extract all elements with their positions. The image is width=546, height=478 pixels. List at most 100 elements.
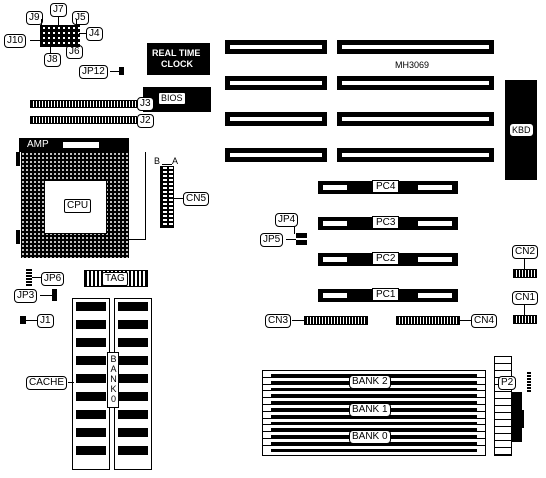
j8-leader (50, 46, 51, 54)
cache-chip (118, 338, 148, 347)
cache-chip (118, 446, 148, 455)
simm-socket (262, 444, 486, 456)
pci-slot-pc1-label: PC1 (372, 288, 400, 301)
isa-slot-4-long (337, 148, 494, 162)
j1-jumper (20, 316, 26, 324)
cache-chip (76, 320, 106, 329)
pci-slot-pc4: PC4 (318, 180, 458, 194)
pci-slot-pc1: PC1 (318, 288, 458, 302)
cpu-socket-tab-2 (16, 230, 20, 244)
cn5-leader (174, 198, 184, 199)
j4-label: J4 (86, 27, 103, 41)
bank-vertical-label: BANK 0 (109, 354, 118, 404)
cpu-lever-handle (63, 142, 99, 148)
pci-slot-pc3-label: PC3 (372, 216, 400, 229)
j3-header (30, 100, 137, 108)
tag-label: TAG (102, 272, 128, 286)
isa-slot-3-long (337, 112, 494, 126)
j2-label: J2 (137, 114, 154, 128)
p2-power-tab-2 (520, 410, 524, 428)
jp6-label: JP6 (41, 272, 65, 286)
j6-label: J6 (66, 45, 83, 59)
bank-0-label: BANK 0 (349, 430, 391, 444)
isa-slot-2-long (337, 76, 494, 90)
jp5-jumper (296, 240, 307, 245)
cache-chip (118, 374, 148, 383)
cn4-leader (460, 320, 472, 321)
jumper-cluster (40, 25, 80, 47)
bank-vertical-text: BANK 0 (110, 354, 117, 404)
bios-label: BIOS (158, 92, 186, 105)
cn3-leader (292, 320, 304, 321)
jp5-label: JP5 (260, 233, 284, 247)
cpu-socket-tab-1 (16, 152, 20, 166)
cache-chip (118, 320, 148, 329)
jp6-leader (32, 277, 42, 278)
cache-chip (76, 428, 106, 437)
jp4-label: JP4 (275, 213, 299, 227)
cache-leader (68, 382, 74, 383)
cache-chip (76, 338, 106, 347)
jp3-jumper (52, 289, 57, 301)
p2-label: P2 (498, 376, 517, 390)
isa-slot-3-short (225, 112, 327, 126)
cpu-label: CPU (64, 199, 92, 213)
j9-leader (41, 19, 42, 26)
cache-chip (118, 410, 148, 419)
isa-slot-4-short (225, 148, 327, 162)
amp-label: AMP (27, 139, 49, 150)
p2-pin-strip (527, 372, 531, 392)
j2-header (30, 116, 137, 124)
cpu-socket-frame (128, 152, 146, 240)
jp12-label: JP12 (79, 65, 108, 79)
jp5-leader (286, 239, 296, 240)
cn5-label: CN5 (183, 192, 210, 206)
j8-label: J8 (44, 53, 61, 67)
cn5-pin-b-label: B (154, 156, 161, 166)
j1-leader (26, 320, 38, 321)
jp4-leader (294, 226, 295, 234)
cache-chip (118, 356, 148, 365)
j7-label: J7 (50, 3, 67, 17)
simm-socket-contacts (271, 428, 477, 432)
simm-socket-contacts (271, 448, 477, 452)
cache-chip (76, 302, 106, 311)
j10-leader (30, 40, 41, 41)
pci-slot-pc4-label: PC4 (372, 180, 400, 193)
cn4-label: CN4 (471, 314, 498, 328)
rtc-label-line1: REAL TIME (152, 48, 201, 58)
cache-chip (118, 302, 148, 311)
cache-label: CACHE (26, 376, 68, 390)
isa-slot-2-short (225, 76, 327, 90)
cache-chip (76, 374, 106, 383)
cn3-label: CN3 (265, 314, 292, 328)
cn2-leader (524, 259, 525, 269)
rtc-label-line2: CLOCK (161, 59, 193, 69)
simm-socket-contacts (271, 394, 477, 398)
simm-socket-contacts (271, 401, 477, 405)
simm-socket-contacts (271, 387, 477, 391)
cn5-connector (160, 166, 174, 228)
bank-vertical-box (107, 352, 119, 408)
j9-label: J9 (26, 11, 43, 25)
pci-slot-pc3: PC3 (318, 216, 458, 230)
cn2-header (513, 269, 537, 278)
jp3-leader (40, 295, 52, 296)
cache-chip (76, 356, 106, 365)
jp3-label: JP3 (14, 289, 38, 303)
p2-power-connector (494, 356, 512, 456)
isa-slot-1-long (337, 40, 494, 54)
cache-chip (76, 392, 106, 401)
board-model-label: MH3069 (395, 60, 430, 70)
cn1-header (513, 315, 537, 324)
j5-leader (76, 19, 77, 26)
j1-label: J1 (37, 314, 54, 328)
cn4-header (396, 316, 460, 325)
cn1-label: CN1 (512, 291, 539, 305)
j5-label: J5 (72, 11, 89, 25)
cn5-pin-separator (162, 164, 172, 165)
j10-label: J10 (4, 34, 27, 48)
cache-chip (118, 392, 148, 401)
bank-1-label: BANK 1 (349, 403, 391, 417)
jp12-leader (110, 71, 120, 72)
